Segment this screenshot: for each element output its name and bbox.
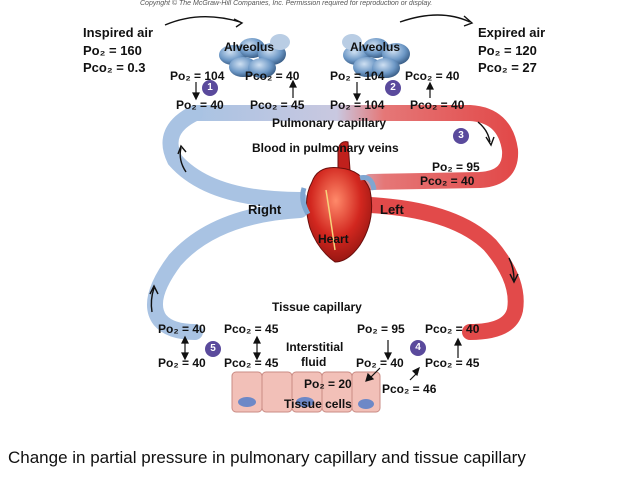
interstitial-label: Interstitial: [286, 340, 344, 354]
alveolus-right-po2: Po₂ = 104: [330, 69, 385, 83]
tissue-left-po2: Po₂ = 40: [158, 322, 206, 336]
right-side-vessel: [147, 202, 308, 340]
interstitial-right-pco2: Pco₂ = 45: [425, 356, 480, 370]
tissue-right-pco2: Pco₂ = 40: [425, 322, 480, 336]
left-label: Left: [380, 202, 404, 217]
step-4-badge: 4: [410, 340, 426, 356]
alveolus-right-cluster: [342, 34, 410, 78]
step-3-badge: 3: [453, 128, 469, 144]
veins-po2: Po₂ = 95: [432, 160, 480, 174]
interstitial-left-pco2: Pco₂ = 45: [224, 356, 279, 370]
alveolus-right-label: Alveolus: [350, 40, 401, 54]
pulmonary-left-pco2: Pco₂ = 45: [250, 98, 305, 112]
step-1-badge: 1: [202, 80, 218, 96]
expired-air-title: Expired air: [478, 25, 546, 40]
alveolus-left-cluster: [219, 34, 290, 78]
pulmonary-right-po2: Po₂ = 104: [330, 98, 385, 112]
inspired-po2: Po₂ = 160: [83, 43, 142, 58]
diffusion-arrow-icons: [181, 79, 462, 382]
step-2-badge: 2: [385, 80, 401, 96]
left-side-vessel: [362, 197, 524, 340]
pulmonary-capillary-vessel: [187, 105, 519, 190]
veins-pco2: Pco₂ = 40: [420, 174, 475, 188]
expired-po2: Po₂ = 120: [478, 43, 537, 58]
tissue-left-pco2: Pco₂ = 45: [224, 322, 279, 336]
cells-po2: Po₂ = 20: [304, 377, 352, 391]
tissue-right-po2: Po₂ = 95: [357, 322, 405, 336]
heart-label: Heart: [318, 232, 349, 246]
interstitial-left-po2: Po₂ = 40: [158, 356, 206, 370]
figure-caption: Change in partial pressure in pulmonary …: [8, 448, 526, 467]
tissue-cells-label: Tissue cells: [284, 397, 352, 411]
copyright-notice: Copyright © The McGraw-Hill Companies, I…: [140, 0, 433, 7]
inspired-pco2: Pco₂ = 0.3: [83, 60, 146, 75]
right-label: Right: [248, 202, 282, 217]
heart-icon: [300, 141, 377, 263]
tissue-cells: [231, 371, 381, 413]
tissue-capillary-label: Tissue capillary: [272, 300, 362, 314]
pulmonary-capillary-label: Pulmonary capillary: [272, 116, 387, 130]
pulmonary-right-pco2: Pco₂ = 40: [410, 98, 465, 112]
pulmonary-left-po2: Po₂ = 40: [176, 98, 224, 112]
interstitial-right-po2: Po₂ = 40: [356, 356, 404, 370]
alveolus-left-pco2: Pco₂ = 40: [245, 69, 300, 83]
step-5-badge: 5: [205, 341, 221, 357]
interstitial-fluid-label: fluid: [301, 355, 327, 369]
cells-pco2: Pco₂ = 46: [382, 382, 437, 396]
expired-pco2: Pco₂ = 27: [478, 60, 537, 75]
alveolus-left-label: Alveolus: [224, 40, 275, 54]
pulmonary-veins-label: Blood in pulmonary veins: [252, 141, 399, 155]
systemic-venous-return-vessel: [162, 105, 308, 208]
inspired-air-title: Inspired air: [83, 25, 154, 40]
flow-arrow-icons: [149, 14, 519, 313]
alveolus-right-pco2: Pco₂ = 40: [405, 69, 460, 83]
alveolus-left-po2: Po₂ = 104: [170, 69, 225, 83]
